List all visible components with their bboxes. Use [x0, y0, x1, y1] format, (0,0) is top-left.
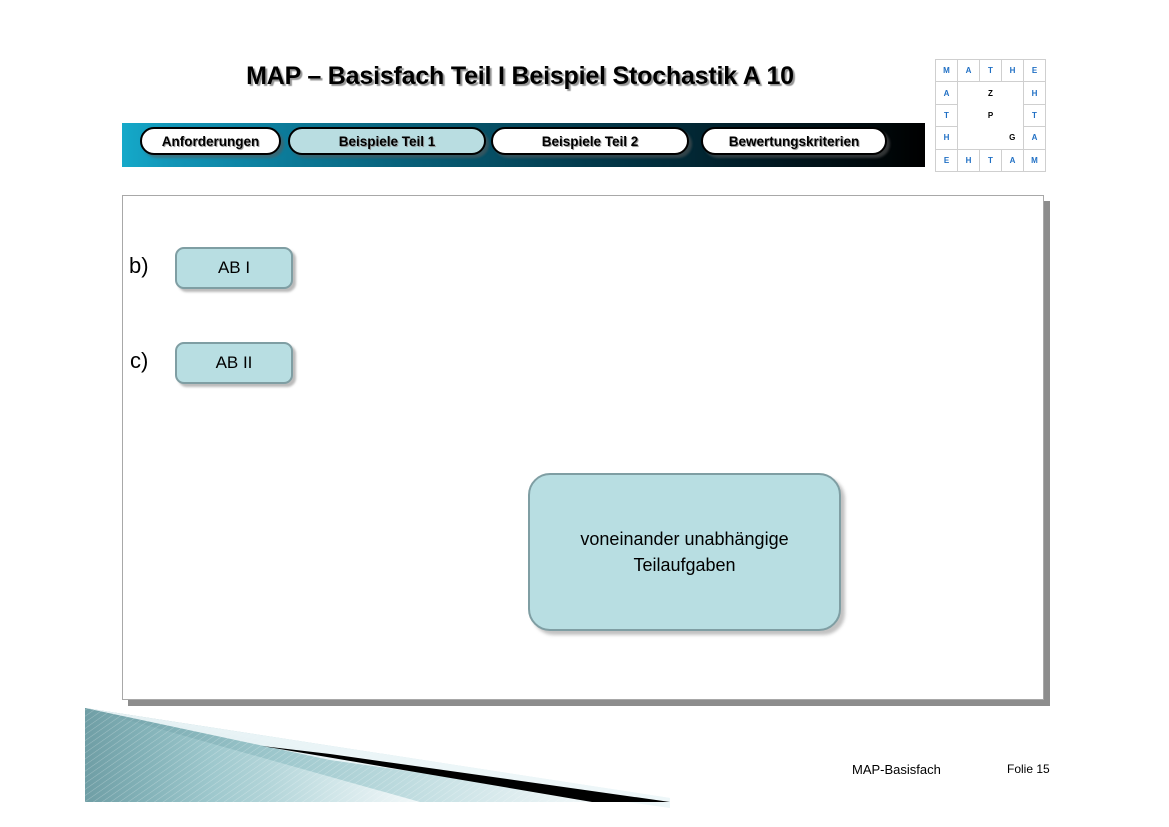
grid-cell: A	[957, 58, 980, 83]
grid-cell: A	[935, 81, 958, 105]
decorative-wedge-graphic	[85, 708, 670, 808]
letter-grid: M A T H E A Z H T P T H G A E H T A M	[935, 58, 1046, 172]
tab-beispiele-teil-1[interactable]: Beispiele Teil 1	[288, 127, 486, 155]
grid-cell: H	[935, 126, 958, 150]
grid-cell: G	[1009, 133, 1016, 143]
letter-grid-row: E H T A M	[935, 148, 1046, 172]
ab-box-2[interactable]: AB II	[175, 342, 293, 384]
grid-cell: E	[1023, 58, 1046, 83]
grid-cell-blank	[1002, 82, 1024, 104]
letter-grid-row: A Z H	[935, 81, 1046, 105]
grid-cell: A	[1001, 148, 1024, 172]
grid-cell: M	[1023, 148, 1046, 172]
letter-grid-row: T P T	[935, 103, 1046, 128]
tab-bewertungskriterien[interactable]: Bewertungskriterien	[701, 127, 887, 155]
page-title: MAP – Basisfach Teil I Beispiel Stochast…	[246, 62, 794, 90]
tab-anforderungen[interactable]: Anforderungen	[140, 127, 281, 155]
tab-beispiele-teil-2[interactable]: Beispiele Teil 2	[491, 127, 689, 155]
grid-cell: H	[957, 148, 980, 172]
ab-box-1[interactable]: AB I	[175, 247, 293, 289]
footer-document-label: MAP-Basisfach	[852, 762, 941, 777]
tab-bar: Anforderungen Beispiele Teil 1 Beispiele…	[122, 123, 925, 167]
grid-cell-blank	[980, 127, 1002, 149]
grid-cell-blank	[958, 82, 980, 104]
grid-cell: P	[987, 110, 994, 120]
letter-grid-row: M A T H E	[935, 58, 1046, 83]
item-label-b: b)	[129, 253, 149, 278]
grid-cell: T	[1023, 103, 1046, 128]
footer-slide-number: Folie 15	[1007, 762, 1050, 776]
grid-cell: T	[979, 58, 1002, 83]
grid-cell: T	[979, 148, 1002, 172]
callout-box[interactable]: voneinander unabhängige Teilaufgaben	[528, 473, 841, 631]
grid-cell-blank	[1002, 104, 1024, 126]
grid-cell: E	[935, 148, 958, 172]
grid-cell: Z	[988, 88, 993, 98]
grid-cell-blank	[958, 104, 980, 126]
grid-cell: M	[935, 58, 958, 83]
grid-cell-blank	[958, 127, 980, 149]
grid-cell: H	[1023, 81, 1046, 105]
grid-cell: H	[1001, 58, 1024, 83]
grid-cell: A	[1023, 126, 1046, 150]
item-label-c: c)	[130, 348, 149, 373]
letter-grid-row: H G A	[935, 126, 1046, 150]
grid-cell: T	[935, 103, 958, 128]
